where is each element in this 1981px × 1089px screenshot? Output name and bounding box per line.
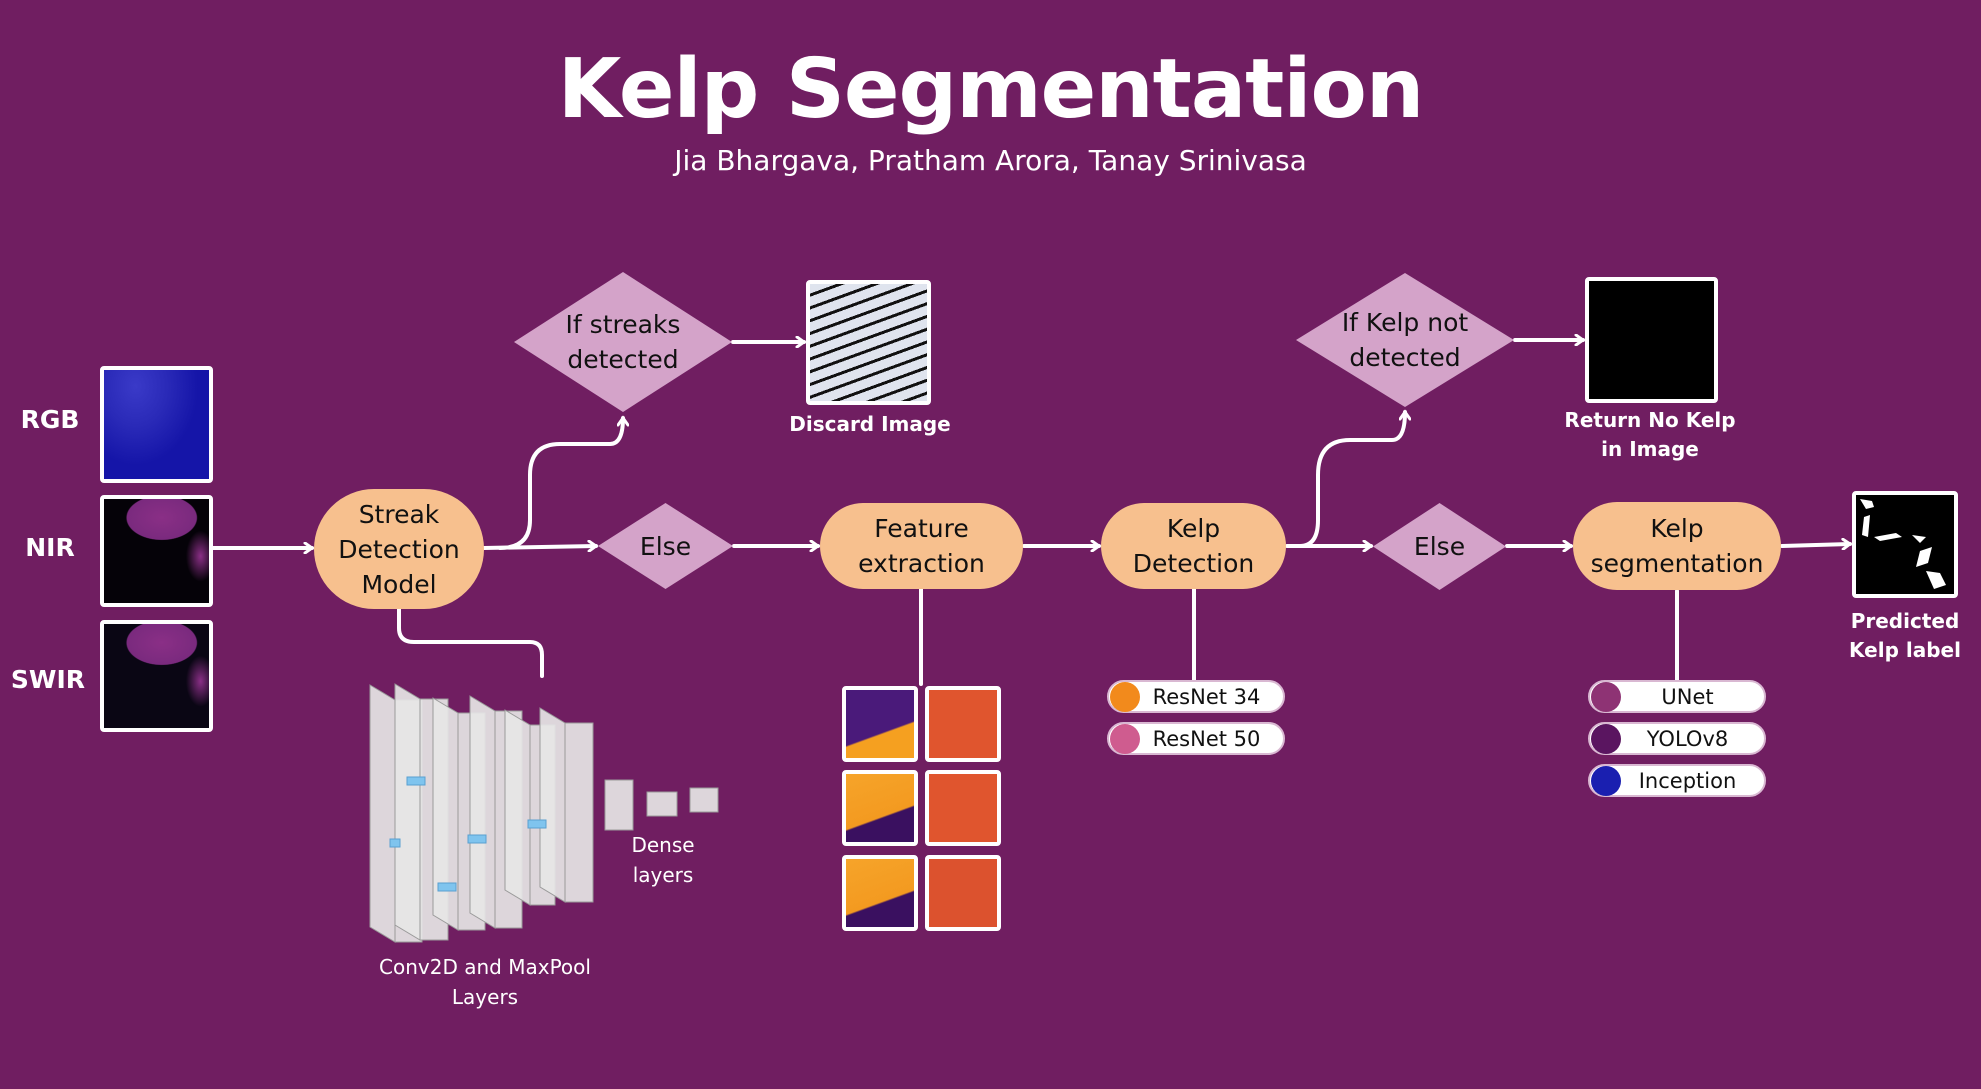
else-decision-1: Else — [598, 503, 733, 589]
no-kelp-label: Return No Kelp in Image — [1564, 408, 1736, 461]
model-name: YOLOv8 — [1646, 726, 1729, 751]
arrow-seg-to-predicted — [1780, 544, 1850, 546]
discard-image-label: Discard Image — [789, 412, 951, 436]
model-color-dot-icon — [1591, 765, 1621, 796]
model-name: ResNet 34 — [1152, 684, 1261, 709]
model-color-dot-icon — [1591, 723, 1621, 754]
model-pill: ResNet 34 — [1107, 680, 1285, 713]
model-name: UNet — [1661, 684, 1714, 709]
else-decision-2: Else — [1373, 503, 1506, 590]
feature-extraction-node: Feature extraction — [820, 503, 1023, 589]
model-pill: YOLOv8 — [1588, 722, 1766, 755]
model-name: ResNet 50 — [1152, 726, 1261, 751]
kelp-mask-shape — [1860, 499, 1946, 589]
feature-map — [925, 686, 1001, 762]
dense-layers-label: Dense layers — [631, 833, 695, 887]
model-pill: ResNet 50 — [1107, 722, 1285, 755]
predicted-kelp-mask-image — [1852, 491, 1958, 598]
predicted-kelp-label: Predicted Kelp label — [1849, 609, 1961, 662]
conv-layer — [539, 707, 594, 903]
dense-layer — [646, 791, 678, 817]
feature-map — [842, 855, 918, 931]
streak-detection-model-node: Streak Detection Model — [314, 489, 484, 609]
discard-streak-image — [806, 280, 931, 405]
streaks-detected-text: If streaks detected — [565, 310, 681, 374]
input-label-rgb: RGB — [20, 405, 80, 434]
streaks-detected-decision: If streaks detected — [514, 272, 732, 412]
input-label-swir: SWIR — [10, 665, 86, 694]
rgb-input-image — [100, 366, 213, 483]
arrow-streak-to-streak-decision — [498, 418, 623, 550]
model-pill: Inception — [1588, 764, 1766, 797]
kelp-not-detected-decision: If Kelp not detected — [1296, 273, 1514, 407]
model-color-dot-icon — [1110, 681, 1140, 712]
cnn-architecture-illustration — [369, 683, 719, 943]
input-label-nir: NIR — [25, 533, 75, 562]
kelp-segmentation-node: Kelp segmentation — [1573, 502, 1781, 590]
nir-input-image — [100, 495, 213, 607]
kelp-detection-node: Kelp Detection — [1101, 503, 1286, 589]
kelp-not-detected-text: If Kelp not detected — [1341, 308, 1469, 372]
model-pill: UNet — [1588, 680, 1766, 713]
dense-layer — [689, 787, 719, 813]
authors-subtitle: Jia Bhargava, Pratham Arora, Tanay Srini… — [674, 144, 1307, 177]
arrow-kelpdet-to-kelp-decision — [1298, 412, 1405, 548]
dense-layer — [604, 779, 634, 831]
else-text-2: Else — [1413, 532, 1466, 561]
feature-map — [925, 855, 1001, 931]
feature-map — [842, 770, 918, 846]
feature-map — [925, 770, 1001, 846]
line-streak-to-cnn — [397, 607, 544, 678]
page-title: Kelp Segmentation — [557, 42, 1424, 137]
model-name: Inception — [1638, 768, 1737, 793]
feature-map — [842, 686, 918, 762]
else-text-1: Else — [639, 531, 692, 561]
swir-input-image — [100, 620, 213, 732]
no-kelp-black-image — [1585, 277, 1718, 403]
model-color-dot-icon — [1591, 681, 1621, 712]
model-color-dot-icon — [1110, 723, 1140, 754]
conv-layers-label: Conv2D and MaxPool Layers — [379, 955, 591, 1009]
